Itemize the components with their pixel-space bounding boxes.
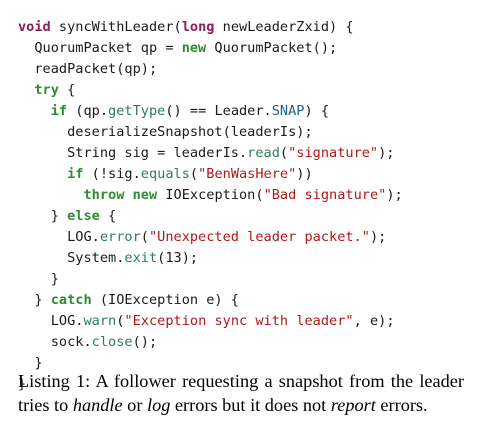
caption-emphasis-log: log <box>146 395 171 415</box>
code-string: "Unexpected leader packet." <box>148 229 370 245</box>
code-text: { <box>99 208 117 224</box>
code-text: () == Leader. <box>165 103 272 119</box>
code-keyword: long <box>181 19 215 35</box>
code-method: getType <box>108 103 166 119</box>
code-listing: void syncWithLeader(long newLeaderZxid) … <box>18 17 403 395</box>
code-line: System.exit(13); <box>18 248 403 269</box>
code-text: (!sig. <box>83 166 141 182</box>
code-keyword: throw <box>83 187 125 203</box>
caption-emphasis-report: report <box>330 395 376 415</box>
code-text: (qp. <box>67 103 109 119</box>
code-text: } <box>18 208 68 224</box>
code-method: close <box>91 334 133 350</box>
code-text: (IOException e) { <box>91 292 239 308</box>
code-text: syncWithLeader( <box>50 19 182 35</box>
code-text: , e); <box>353 313 395 329</box>
code-text: (13); <box>157 250 199 266</box>
code-keyword: if <box>67 166 84 182</box>
code-line: readPacket(qp); <box>18 59 403 80</box>
code-line: } <box>18 269 403 290</box>
code-text <box>18 187 83 203</box>
code-method: read <box>247 145 280 161</box>
code-text: } <box>18 292 51 308</box>
code-string: "Bad signature" <box>263 187 387 203</box>
code-line: if (qp.getType() == Leader.SNAP) { <box>18 101 403 122</box>
code-line: throw new IOException("Bad signature"); <box>18 185 403 206</box>
code-text: ); <box>386 187 403 203</box>
code-keyword: try <box>34 82 59 98</box>
code-text: System. <box>18 250 125 266</box>
code-text <box>124 187 132 203</box>
code-text: } <box>18 271 59 287</box>
code-line: deserializeSnapshot(leaderIs); <box>18 122 403 143</box>
caption-text: or <box>122 395 147 415</box>
code-keyword: new <box>181 40 207 56</box>
code-text: (); <box>132 334 158 350</box>
code-text <box>18 82 34 98</box>
code-keyword: void <box>18 19 51 35</box>
code-text: newLeaderZxid) { <box>214 19 354 35</box>
caption-text: A follower requesting a snapshot from th… <box>18 371 465 415</box>
code-keyword: new <box>132 187 158 203</box>
code-text: ( <box>279 145 289 161</box>
code-text <box>18 166 67 182</box>
code-text: ( <box>140 229 149 245</box>
code-keyword: if <box>50 103 68 119</box>
code-line: if (!sig.equals("BenWasHere")) <box>18 164 403 185</box>
code-keyword: else <box>67 208 100 224</box>
code-line: sock.close(); <box>18 332 403 353</box>
code-text: LOG. <box>18 313 84 329</box>
listing-caption: Listing 1: A follower requesting a snaps… <box>18 369 464 417</box>
code-text: sock. <box>18 334 92 350</box>
code-text: ) { <box>304 103 330 119</box>
code-text: { <box>58 82 76 98</box>
code-method: exit <box>124 250 158 266</box>
code-text: String sig = leaderIs. <box>18 145 248 161</box>
code-constant: SNAP <box>271 103 305 119</box>
code-text: IOException( <box>157 187 264 203</box>
code-line: } <box>18 374 403 395</box>
code-text: deserializeSnapshot(leaderIs); <box>18 124 313 140</box>
code-text: ); <box>369 229 387 245</box>
code-line: String sig = leaderIs.read("signature"); <box>18 143 403 164</box>
code-text <box>18 103 51 119</box>
code-text: LOG. <box>18 229 100 245</box>
code-text: QuorumPacket(); <box>206 40 338 56</box>
code-line: QuorumPacket qp = new QuorumPacket(); <box>18 38 403 59</box>
code-string: "signature" <box>288 145 379 161</box>
code-line: } else { <box>18 206 403 227</box>
code-line: } catch (IOException e) { <box>18 290 403 311</box>
code-text: readPacket(qp); <box>18 61 158 77</box>
caption-text: errors but it does not <box>170 395 331 415</box>
code-text: } <box>18 376 27 392</box>
code-keyword: catch <box>50 292 92 308</box>
caption-text: errors. <box>375 395 428 415</box>
code-method: error <box>99 229 141 245</box>
caption-emphasis-handle: handle <box>72 395 123 415</box>
code-string: "BenWasHere" <box>198 166 297 182</box>
caption-label: Listing 1: <box>18 371 91 391</box>
code-text: QuorumPacket qp = <box>18 40 182 56</box>
code-method: warn <box>83 313 117 329</box>
code-text: ( <box>189 166 199 182</box>
code-line: LOG.warn("Exception sync with leader", e… <box>18 311 403 332</box>
code-text: ( <box>116 313 125 329</box>
code-line: try { <box>18 80 403 101</box>
code-text: ); <box>378 145 395 161</box>
code-text: } <box>18 355 43 371</box>
code-line: } <box>18 353 403 374</box>
code-string: "Exception sync with leader" <box>124 313 354 329</box>
code-line: void syncWithLeader(long newLeaderZxid) … <box>18 17 403 38</box>
code-method: equals <box>140 166 190 182</box>
code-line: LOG.error("Unexpected leader packet."); <box>18 227 403 248</box>
code-text: )) <box>296 166 313 182</box>
